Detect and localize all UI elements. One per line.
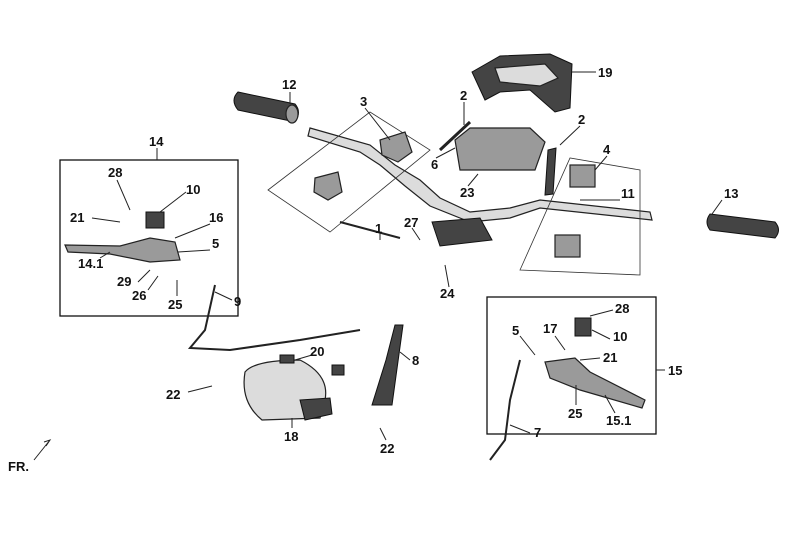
callout-9: 9 xyxy=(234,294,241,309)
right-switch-plane xyxy=(519,157,641,276)
right-lever xyxy=(544,357,646,409)
callout-19: 19 xyxy=(598,65,612,80)
right-lever-bracket xyxy=(574,317,592,337)
callout-27: 27 xyxy=(404,215,418,230)
callout-21: 21 xyxy=(70,210,84,225)
callout-8: 8 xyxy=(412,353,419,368)
callout-23: 23 xyxy=(460,185,474,200)
shaft-8 xyxy=(371,324,404,406)
right-switch-upper xyxy=(569,164,596,188)
callout-14: 14 xyxy=(149,134,164,149)
callout-21: 21 xyxy=(603,350,617,365)
left-switch-lower xyxy=(313,171,343,201)
left-grip-end xyxy=(285,104,299,124)
part-20a xyxy=(279,354,295,364)
left-switch-upper xyxy=(379,131,413,163)
callout-7: 7 xyxy=(534,425,541,440)
callout-16: 16 xyxy=(209,210,223,225)
cable-7 xyxy=(489,359,521,461)
top-cover-inner xyxy=(494,63,560,87)
callout-25: 25 xyxy=(168,297,182,312)
left-lever-bracket xyxy=(145,211,165,229)
callout-17: 17 xyxy=(543,321,557,336)
callout-28: 28 xyxy=(615,301,629,316)
callout-29: 29 xyxy=(117,274,131,289)
leader-lines xyxy=(91,71,723,441)
callout-15: 15 xyxy=(668,363,682,378)
callout-18: 18 xyxy=(284,429,298,444)
cable-1 xyxy=(339,221,401,239)
handlebar-clamp xyxy=(431,217,493,247)
callout-20: 20 xyxy=(310,344,324,359)
handlebar-pipe xyxy=(307,127,653,223)
callout-13: 13 xyxy=(724,186,738,201)
callout-14-1: 14.1 xyxy=(78,256,103,271)
part-20b xyxy=(331,364,345,376)
callout-22: 22 xyxy=(380,441,394,456)
callout-5: 5 xyxy=(212,236,219,251)
callout-25: 25 xyxy=(568,406,582,421)
callout-26: 26 xyxy=(132,288,146,303)
callout-2: 2 xyxy=(460,88,467,103)
callout-22: 22 xyxy=(166,387,180,402)
callout-1: 1 xyxy=(375,221,382,236)
front-direction-label: FR. xyxy=(8,459,29,474)
callout-11: 11 xyxy=(621,186,635,201)
rod-right xyxy=(544,147,557,196)
callout-28: 28 xyxy=(108,165,122,180)
right-grip xyxy=(706,213,779,239)
right-switch-lower xyxy=(554,234,581,258)
left-switch-plane xyxy=(267,111,431,233)
left-lever xyxy=(64,237,181,263)
meter-housing xyxy=(454,127,546,171)
right-lever-box xyxy=(486,296,657,435)
callout-10: 10 xyxy=(613,329,627,344)
callout-6: 6 xyxy=(431,157,438,172)
callout-12: 12 xyxy=(282,77,296,92)
callout-5: 5 xyxy=(512,323,519,338)
callout-15-1: 15.1 xyxy=(606,413,631,428)
headlight-trim xyxy=(299,397,333,421)
callout-4: 4 xyxy=(603,142,611,157)
cable-9 xyxy=(187,284,361,352)
rod-left xyxy=(438,120,472,152)
callout-24: 24 xyxy=(440,286,455,301)
callout-2: 2 xyxy=(578,112,585,127)
left-lever-box xyxy=(59,159,239,317)
callout-3: 3 xyxy=(360,94,367,109)
front-arrow-icon xyxy=(33,439,52,461)
callout-10: 10 xyxy=(186,182,200,197)
